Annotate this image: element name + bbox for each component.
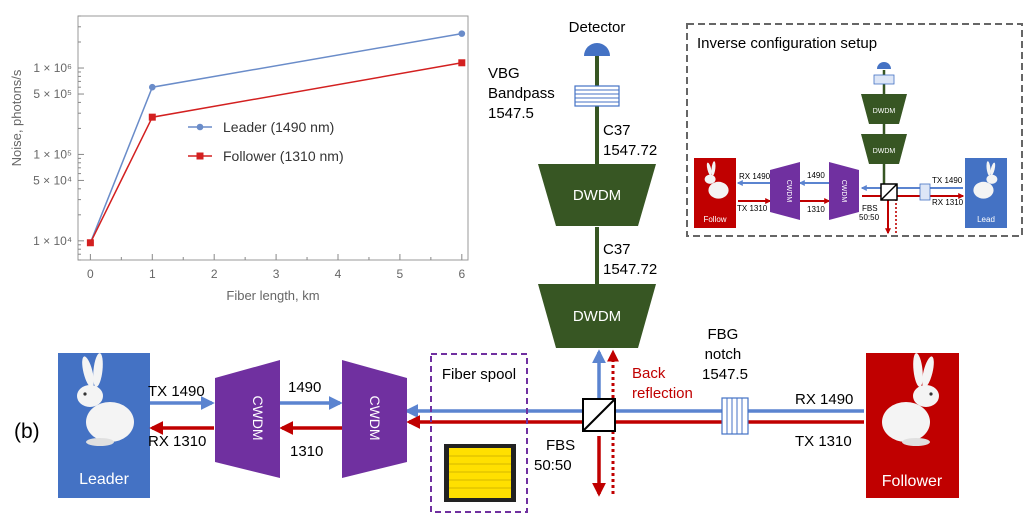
- y-tick-label: 5 × 10⁵: [33, 87, 72, 101]
- inset-tx1490-label: TX 1490: [932, 176, 963, 185]
- y-axis-label: Noise, photons/s: [9, 69, 24, 166]
- detector-label: Detector: [569, 19, 626, 36]
- inset-fbs-label: FBS 50:50: [859, 204, 880, 222]
- panel-label-b: (b): [14, 420, 40, 443]
- main-setup: (b) Leader Follower: [14, 326, 959, 513]
- inset-lead-rabbit-icon: [973, 161, 998, 199]
- legend-label-follower: Follower (1310 nm): [223, 148, 344, 164]
- inset-cwdm-left-label: CWDM: [785, 180, 792, 203]
- dwdm-upper-label: DWDM: [573, 187, 621, 204]
- inset-mid1490-label: 1490: [807, 171, 825, 180]
- vbg-label: VBG Bandpass 1547.5: [488, 65, 559, 122]
- y-tick-label: 1 × 10⁴: [33, 234, 72, 248]
- inset-vbg-icon: [873, 74, 895, 85]
- inset-cwdm-right-label: CWDM: [840, 180, 847, 203]
- x-tick-label: 4: [335, 267, 342, 281]
- y-ticks: 1 × 10⁴ 5 × 10⁴ 1 × 10⁵ 5 × 10⁵ 1 × 10⁶: [33, 15, 84, 261]
- cwdm-right-block: [342, 360, 407, 478]
- cwdm-left-block: [215, 360, 280, 478]
- inset-tx1310-label: TX 1310: [737, 204, 768, 213]
- data-point: [86, 239, 94, 247]
- fbs-beamsplitter-icon: [582, 398, 616, 432]
- inset-cwdm-right-block: [829, 162, 859, 220]
- inset-dwdm-bottom-label: DWDM: [873, 148, 896, 155]
- data-point: [148, 83, 156, 91]
- leader-rabbit-icon: [77, 353, 134, 446]
- cwdm-right-label: CWDM: [367, 395, 383, 440]
- inset-lead-label: Lead: [977, 215, 995, 224]
- y-tick-label: 5 × 10⁴: [33, 173, 72, 187]
- x-tick-label: 6: [458, 267, 465, 281]
- inset-title: Inverse configuration setup: [697, 35, 877, 52]
- x-tick-label: 0: [87, 267, 94, 281]
- fiber-spool-frame: [430, 353, 528, 513]
- follower-label: Follower: [882, 473, 943, 490]
- fiber-spool-icon: [444, 444, 516, 502]
- fbg-filter-icon: [721, 397, 749, 435]
- tx-1310-label: TX 1310: [795, 433, 852, 450]
- legend: Leader (1490 nm) Follower (1310 nm): [188, 119, 344, 164]
- dwdm-lower-block: [538, 284, 656, 348]
- dwdm-lower-label: DWDM: [573, 308, 621, 325]
- inset-rx1490-label: RX 1490: [739, 172, 771, 181]
- data-point: [458, 30, 466, 37]
- follower-rabbit-icon: [882, 353, 939, 446]
- x-axis-label: Fiber length, km: [226, 288, 319, 303]
- plot-frame: [77, 15, 469, 261]
- x-tick-label: 2: [211, 267, 218, 281]
- fbs-label: FBS 50:50: [534, 437, 579, 474]
- cwdm-left-label: CWDM: [250, 395, 266, 440]
- vbg-filter-icon: [574, 85, 620, 107]
- y-tick-label: 1 × 10⁶: [33, 61, 72, 75]
- inset-mid1310-label: 1310: [807, 205, 825, 214]
- series-group: [86, 30, 466, 247]
- mid-1490-label: 1490: [288, 379, 321, 396]
- inset-dwdm-top-label: DWDM: [873, 108, 896, 115]
- legend-label-leader: Leader (1490 nm): [223, 119, 334, 135]
- data-point: [148, 113, 156, 121]
- rx-1310-label: RX 1310: [148, 433, 206, 450]
- series-line-0: [89, 32, 462, 244]
- inset-rx1310-label: RX 1310: [932, 198, 964, 207]
- leader-label: Leader: [79, 471, 129, 488]
- back-reflection-label: Back reflection: [632, 365, 693, 402]
- inset-follow-label: Follow: [703, 215, 726, 224]
- c37-lower-label: C37 1547.72: [603, 241, 657, 278]
- legend-marker-leader: [196, 123, 204, 131]
- inset-cwdm-left-block: [770, 162, 800, 220]
- noise-chart: 1 × 10⁴ 5 × 10⁴ 1 × 10⁵ 5 × 10⁵ 1 × 10⁶ 0 1 2 3…: [9, 15, 469, 303]
- dwdm-upper-block: [538, 164, 656, 226]
- x-tick-label: 3: [273, 267, 280, 281]
- inset-dwdm-top-block: [861, 94, 907, 124]
- fiber-spool-label: Fiber spool: [442, 366, 516, 383]
- x-tick-label: 5: [397, 267, 404, 281]
- c37-upper-label: C37 1547.72: [603, 122, 657, 159]
- detector-branch: Detector VBG Bandpass 1547.5 C37 1547.72…: [488, 19, 657, 348]
- detector-icon: [584, 43, 610, 56]
- inset-follow-rabbit-icon: [704, 161, 729, 199]
- inverse-config-inset: Inverse configuration setup DWDM DWDM Fo…: [686, 23, 1023, 237]
- mid-1310-label: 1310: [290, 443, 323, 460]
- legend-marker-follower: [196, 152, 204, 160]
- rx-1490-label: RX 1490: [795, 391, 853, 408]
- y-tick-label: 1 × 10⁵: [33, 147, 72, 161]
- inset-dwdm-bottom-block: [861, 134, 907, 164]
- x-tick-label: 1: [149, 267, 156, 281]
- inset-fbs-icon: [880, 183, 898, 201]
- data-point: [458, 59, 466, 67]
- inset-detector-icon: [877, 62, 891, 69]
- fbg-label: FBG notch 1547.5: [702, 326, 748, 383]
- x-ticks: 0 1 2 3 4 5 6: [87, 254, 465, 281]
- inset-frame: [686, 23, 1023, 237]
- tx-1490-label: TX 1490: [148, 383, 205, 400]
- inset-fbg-icon: [919, 183, 931, 201]
